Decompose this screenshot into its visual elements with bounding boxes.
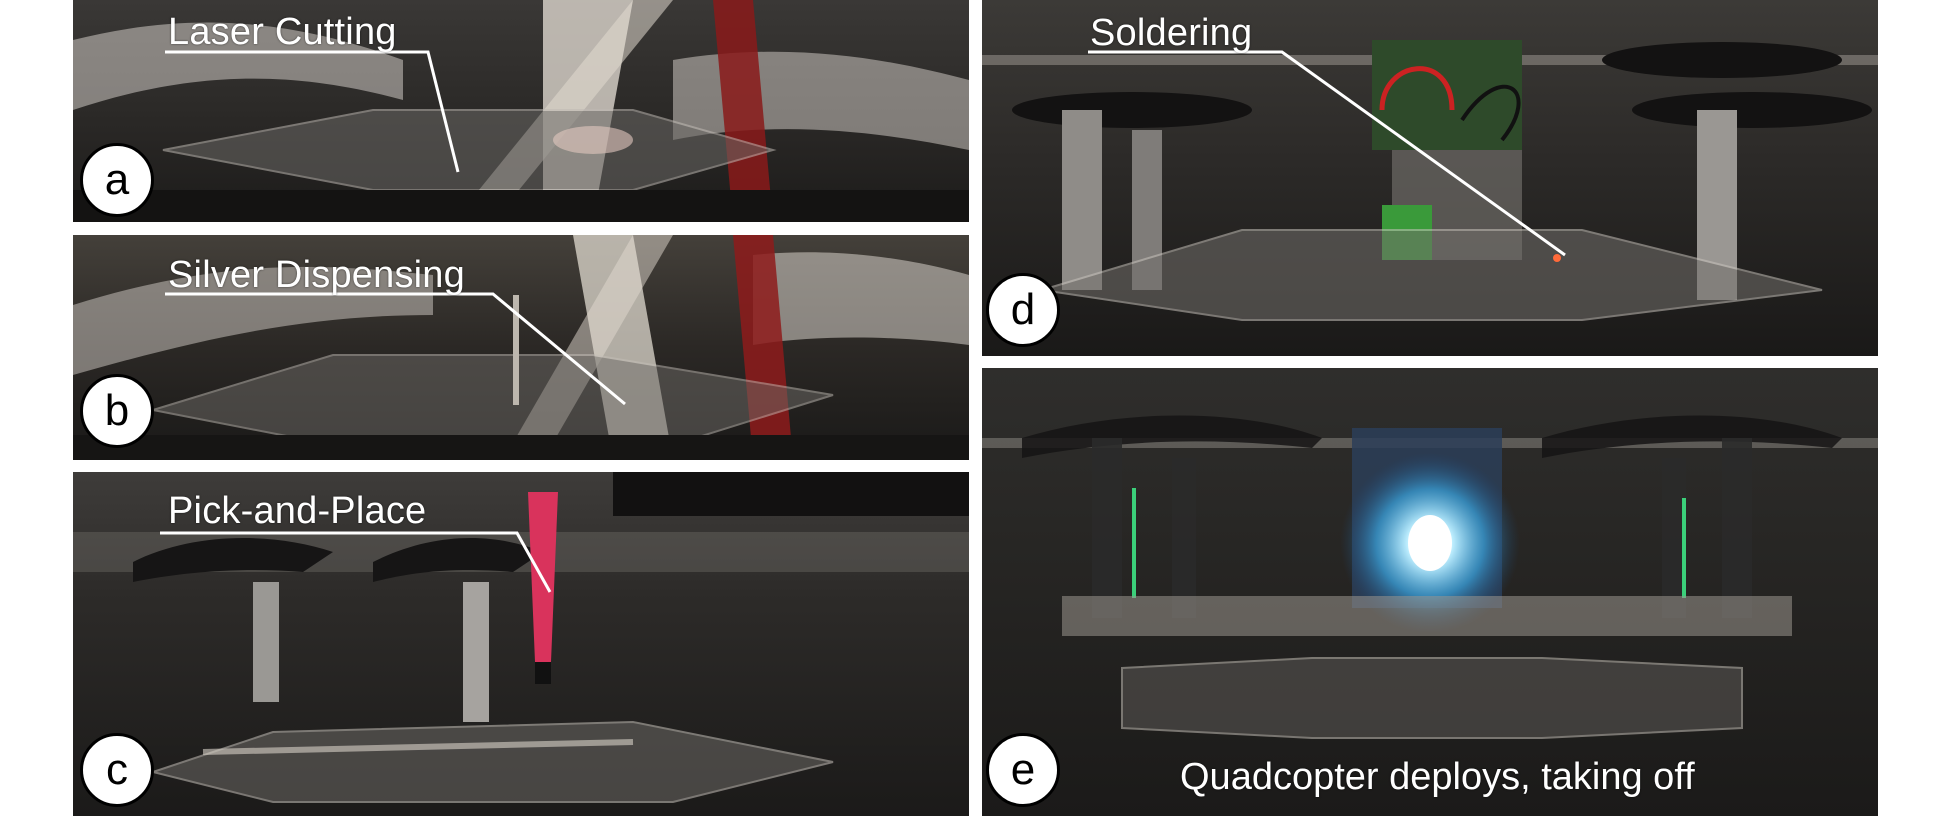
panel-badge-e: e <box>986 733 1060 807</box>
panel-badge-b: b <box>80 374 154 448</box>
quadcopter-takeoff-photo <box>982 368 1878 816</box>
panel-badge-a: a <box>80 143 154 217</box>
photo-panel-e <box>982 368 1878 816</box>
caption-quadcopter: Quadcopter deploys, taking off <box>1180 756 1695 798</box>
panel-badge-d: d <box>986 273 1060 347</box>
panel-badge-c: c <box>80 733 154 807</box>
label-laser-cutting: Laser Cutting <box>168 11 397 53</box>
label-silver-dispensing: Silver Dispensing <box>168 254 465 296</box>
label-soldering: Soldering <box>1090 12 1253 54</box>
label-pick-and-place: Pick-and-Place <box>168 490 427 532</box>
